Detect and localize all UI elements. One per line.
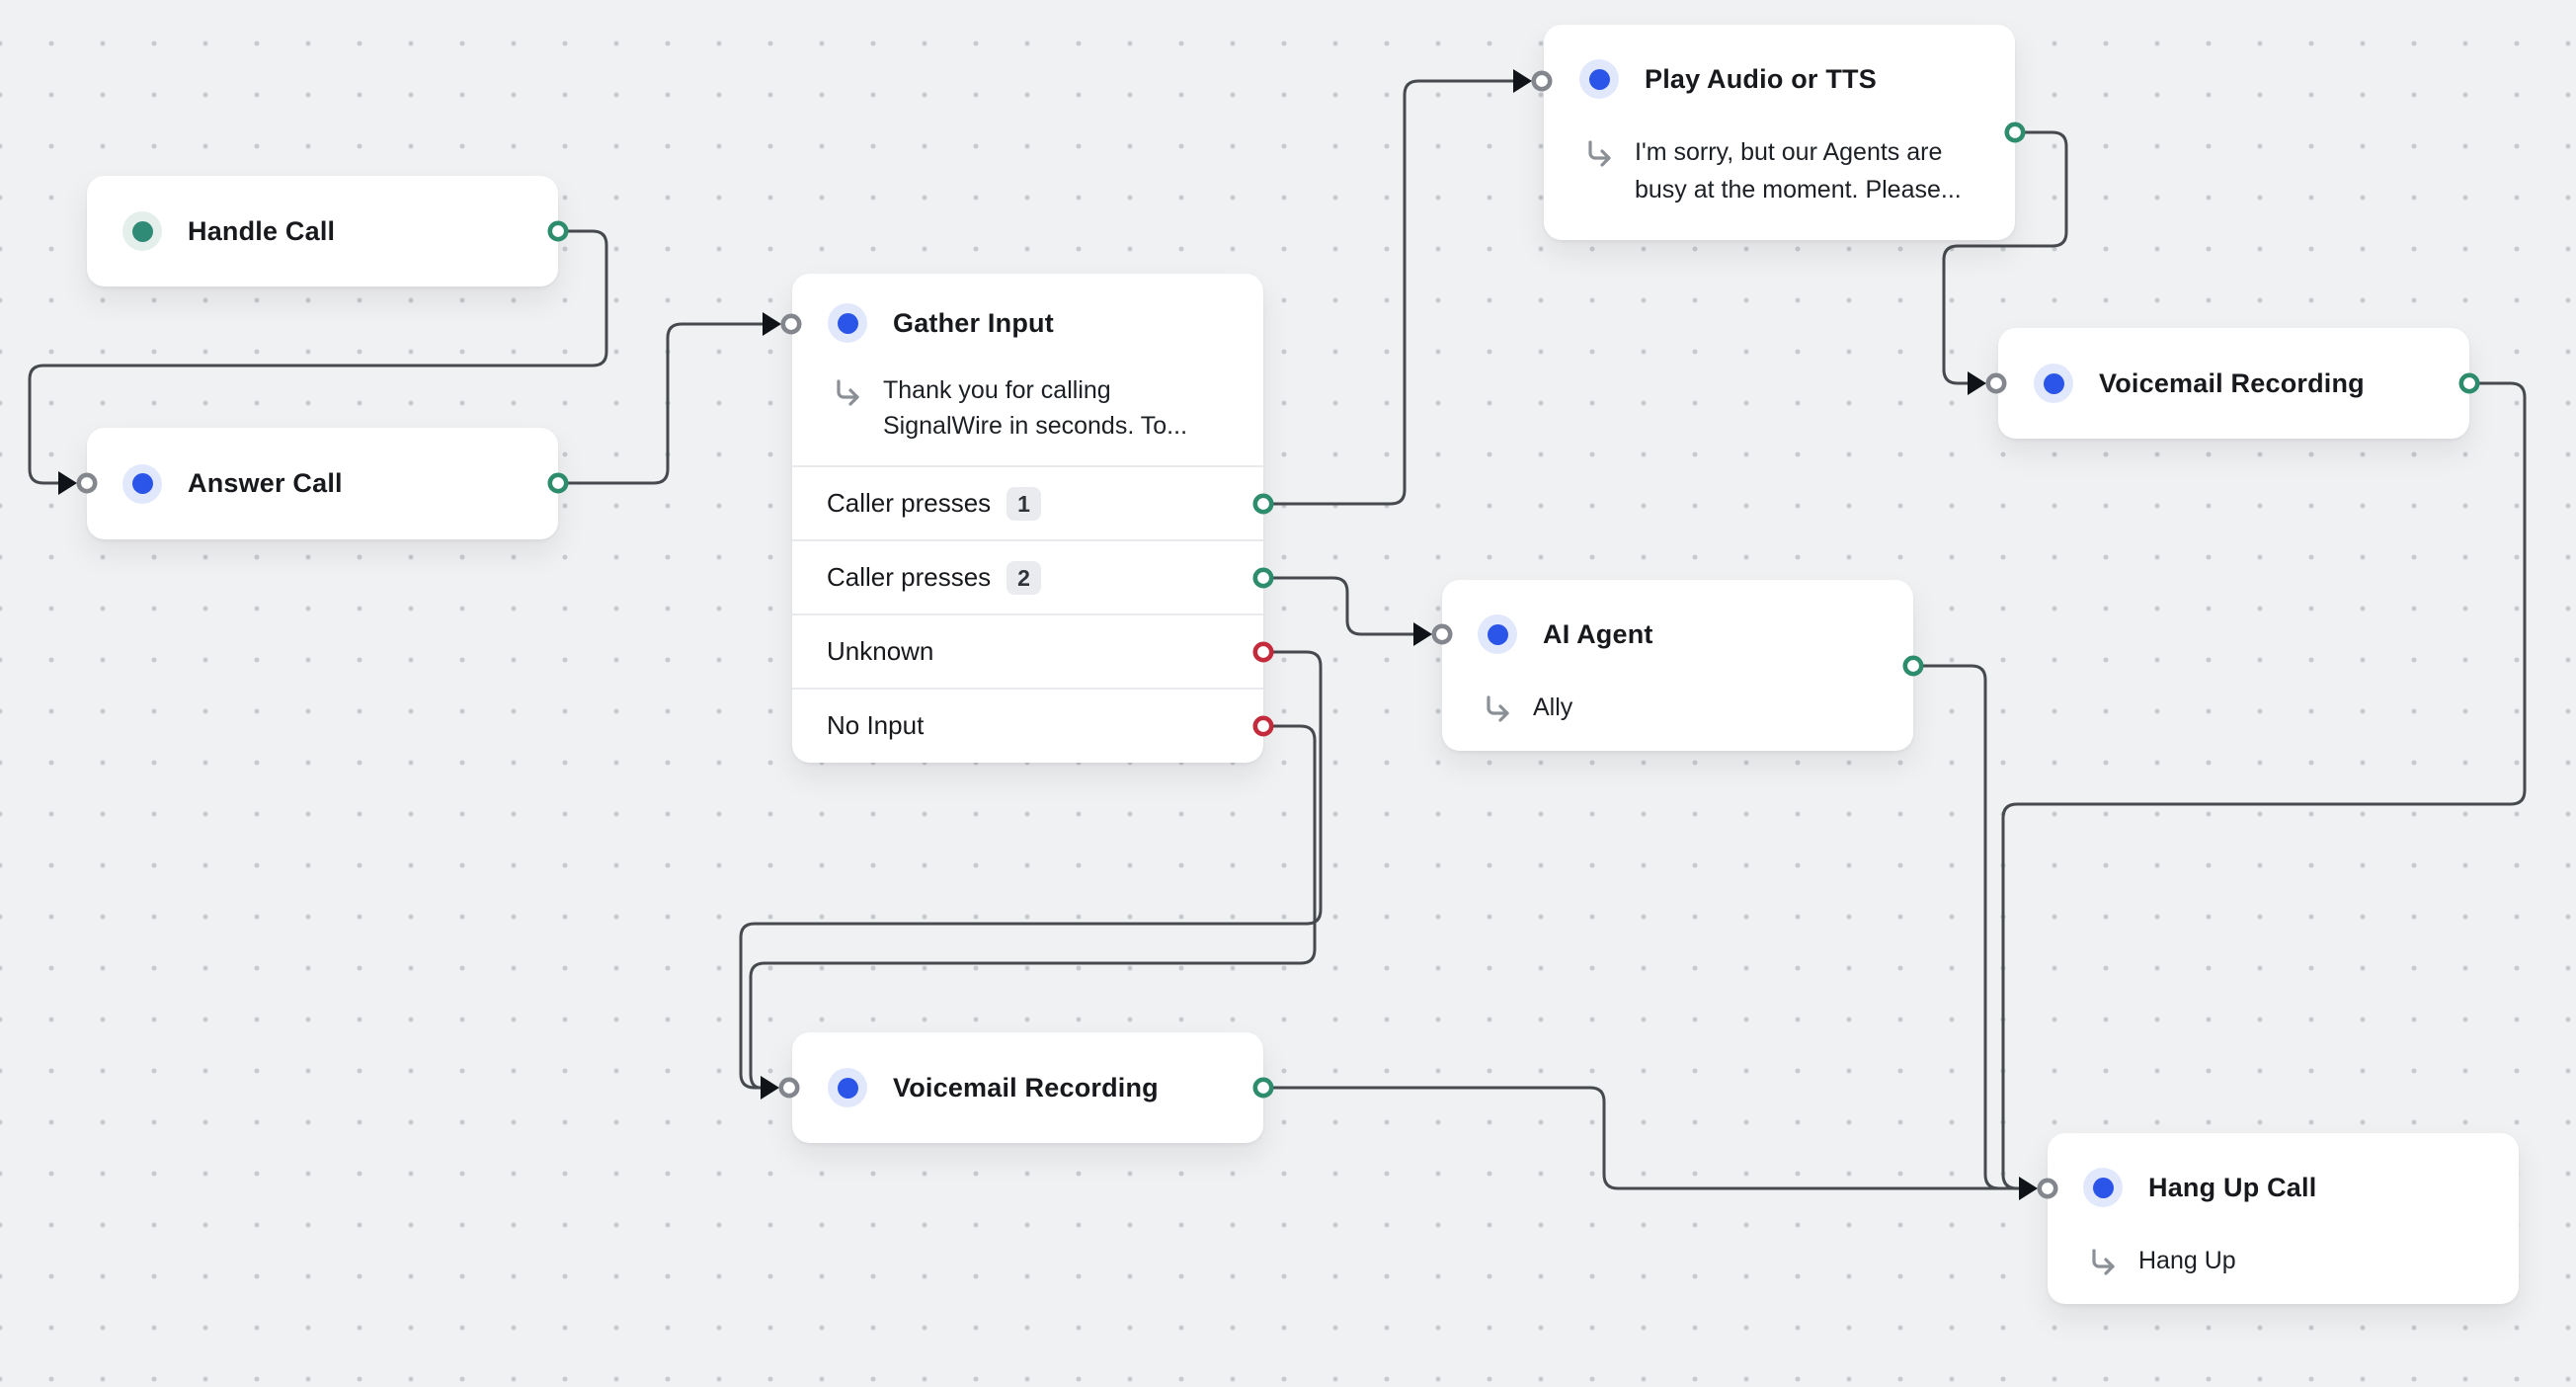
answer-call-icon	[122, 463, 162, 504]
key-badge: 2	[1006, 560, 1041, 595]
node-ai-agent[interactable]: AI Agent Ally	[1442, 580, 1913, 751]
caller-presses-1-output-port[interactable]	[1252, 493, 1274, 515]
node-play-audio-or-tts[interactable]: Play Audio or TTS I'm sorry, but our Age…	[1544, 25, 2015, 240]
reply-arrow-icon	[2092, 1249, 2115, 1275]
node-subtitle: Thank you for calling SignalWire in seco…	[883, 376, 1188, 440]
edge-press2-to-ai-agent[interactable]	[1261, 576, 1415, 636]
play-audio-icon	[1579, 59, 1619, 99]
row-no-input[interactable]: No Input	[792, 688, 1263, 762]
node-hang-up-call[interactable]: Hang Up Call Hang Up	[2048, 1133, 2519, 1304]
node-title: Play Audio or TTS	[1645, 63, 1877, 94]
node-title: Handle Call	[188, 215, 336, 246]
handle-call-output-port[interactable]	[547, 220, 569, 242]
node-voicemail-recording-right[interactable]: Voicemail Recording	[1998, 328, 2469, 439]
node-voicemail-recording-bottom[interactable]: Voicemail Recording	[792, 1032, 1263, 1143]
answer-call-input-port[interactable]	[76, 472, 98, 494]
node-title: Voicemail Recording	[2099, 367, 2365, 398]
voicemail-icon	[828, 1068, 867, 1107]
node-title: Hang Up Call	[2148, 1172, 2317, 1202]
row-caller-presses-1[interactable]: Caller presses 1	[792, 465, 1263, 539]
voicemail-bottom-input-port[interactable]	[778, 1077, 800, 1099]
node-subtitle: Hang Up	[2138, 1247, 2236, 1274]
edge-voicemail-to-hangup[interactable]	[1261, 1086, 2021, 1190]
ai-agent-icon	[1478, 614, 1517, 654]
reply-arrow-icon	[837, 379, 859, 406]
voicemail-icon	[2034, 364, 2073, 403]
handle-call-icon	[122, 211, 162, 251]
row-unknown[interactable]: Unknown	[792, 613, 1263, 688]
ai-agent-input-port[interactable]	[1431, 623, 1453, 645]
node-title: Answer Call	[188, 468, 343, 498]
voicemail-right-output-port[interactable]	[2458, 372, 2480, 394]
row-caller-presses-2[interactable]: Caller presses 2	[792, 539, 1263, 613]
edge-voicemail-right-to-hangup[interactable]	[2001, 381, 2527, 1190]
edge-noinput-to-voicemail[interactable]	[749, 724, 1317, 1090]
key-badge: 1	[1006, 486, 1041, 521]
play-audio-input-port[interactable]	[1531, 70, 1553, 92]
voicemail-right-input-port[interactable]	[1985, 372, 2007, 394]
node-title: Gather Input	[893, 307, 1054, 338]
play-audio-output-port[interactable]	[2004, 122, 2026, 143]
edge-play-to-voicemail-right[interactable]	[1942, 130, 2068, 385]
reply-arrow-icon	[1487, 695, 1509, 722]
ai-agent-output-port[interactable]	[1902, 655, 1924, 677]
caller-presses-2-output-port[interactable]	[1252, 567, 1274, 589]
edge-answer-to-gather[interactable]	[556, 322, 765, 485]
voicemail-bottom-output-port[interactable]	[1252, 1077, 1274, 1099]
edge-press1-to-play-audio[interactable]	[1261, 79, 1515, 506]
node-title: Voicemail Recording	[893, 1072, 1159, 1102]
hang-up-input-port[interactable]	[2037, 1178, 2058, 1199]
edge-unknown-to-voicemail[interactable]	[739, 650, 1323, 1090]
node-handle-call[interactable]: Handle Call	[87, 176, 558, 286]
node-answer-call[interactable]: Answer Call	[87, 428, 558, 539]
node-subtitle: Ally	[1533, 694, 1573, 721]
no-input-output-port[interactable]	[1252, 715, 1274, 737]
answer-call-output-port[interactable]	[547, 472, 569, 494]
node-title: AI Agent	[1543, 618, 1653, 649]
hang-up-icon	[2083, 1168, 2123, 1207]
reply-arrow-icon	[1588, 140, 1611, 167]
unknown-output-port[interactable]	[1252, 641, 1274, 663]
gather-input-icon	[828, 303, 867, 343]
node-subtitle: I'm sorry, but our Agents are busy at th…	[1635, 138, 1962, 204]
gather-input-input-port[interactable]	[780, 313, 802, 335]
edge-handle-to-answer[interactable]	[28, 229, 608, 485]
node-gather-input[interactable]: Gather Input Thank you for calling Signa…	[792, 274, 1263, 763]
